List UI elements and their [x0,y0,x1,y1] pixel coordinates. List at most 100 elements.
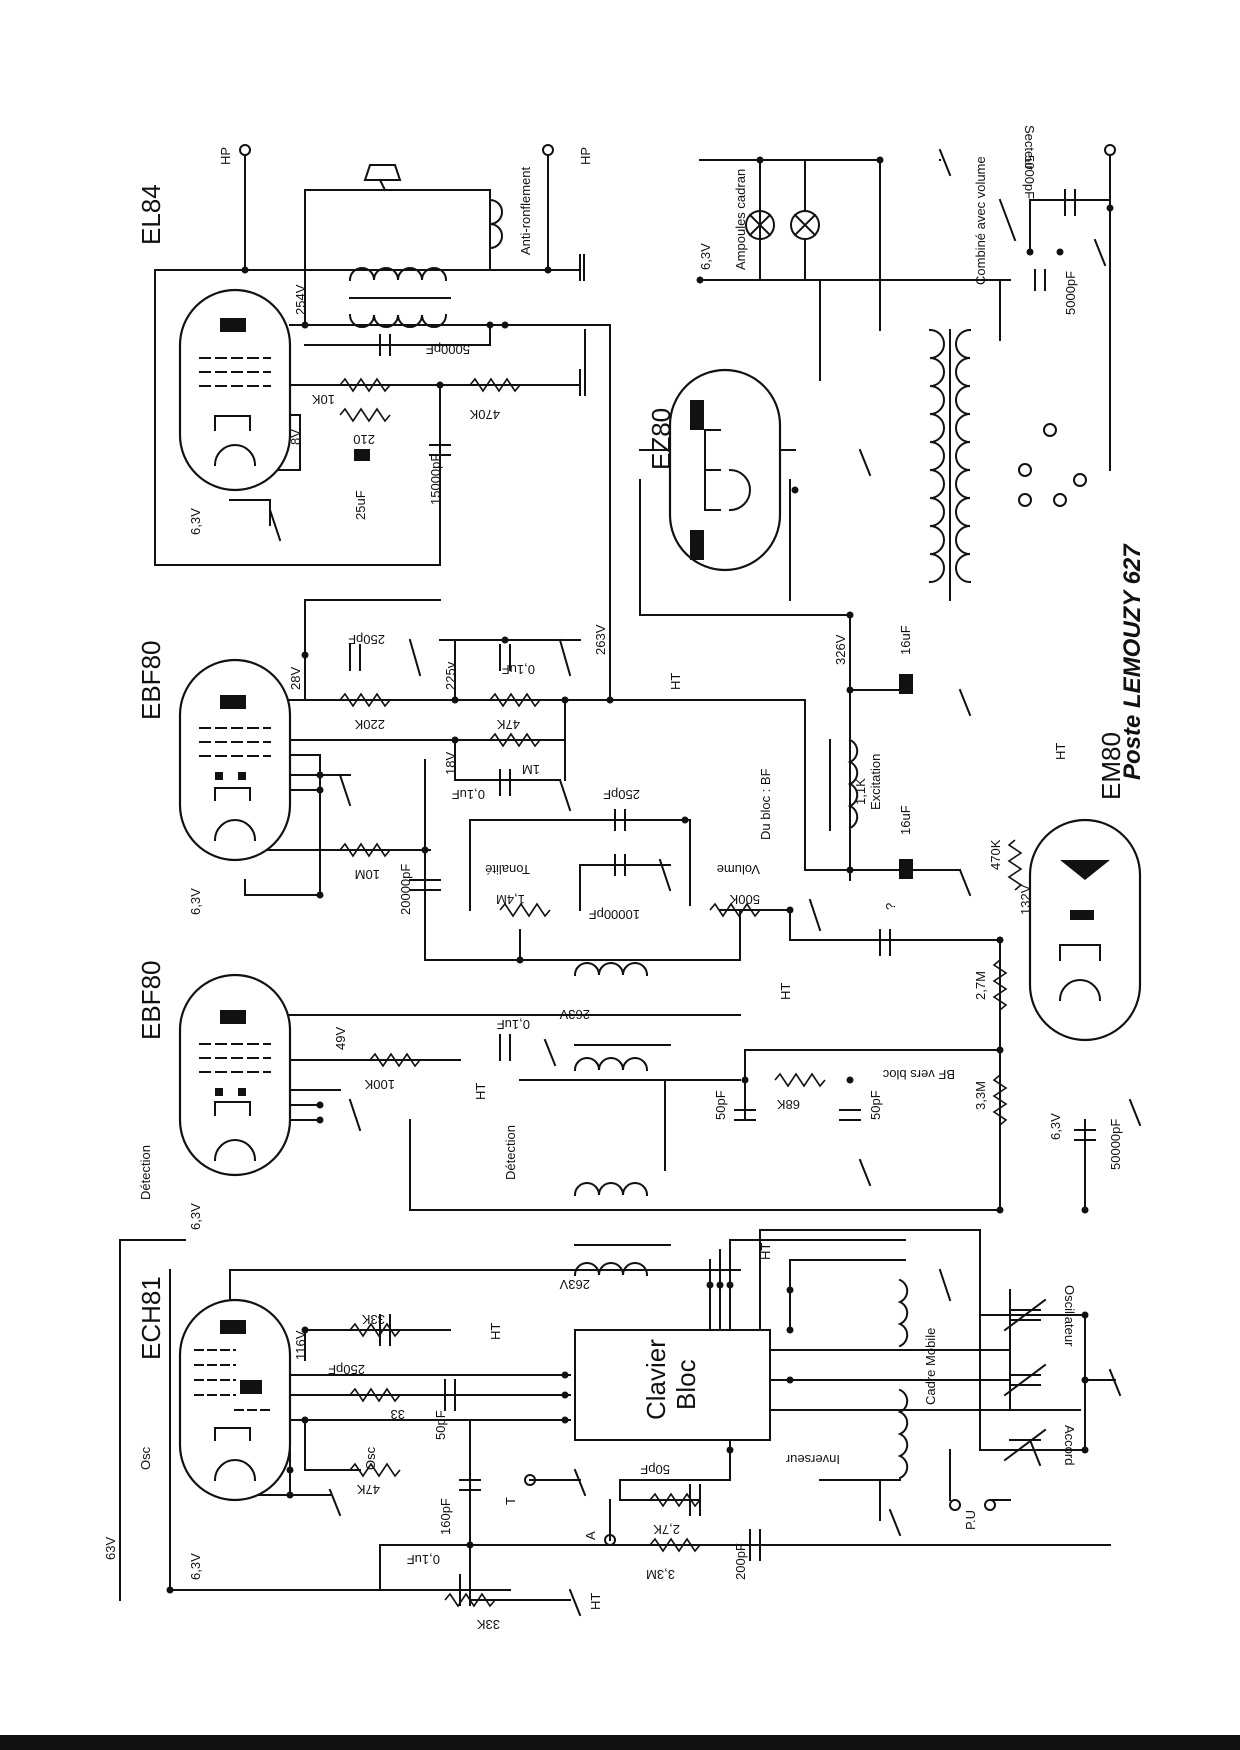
label-inverseur: Inverseur [785,1452,840,1467]
tube-ech81-symbol [178,1298,292,1502]
tube-names: EL84 EBF80 EBF80 ECH81 EZ80 EM80 Clavier… [136,184,1126,1420]
label-10m: 10M [355,867,380,882]
label-ht-em80: HT [1053,743,1068,760]
resistors [339,377,1023,1608]
label-250pf-b: 250pF [603,787,640,802]
label-200pf: 200pF [733,1543,748,1580]
label-anti-ronflement: Anti-ronflement [518,166,533,255]
label-27m: 2,7M [973,971,988,1000]
tube-el84-symbol [178,288,292,492]
switch [998,198,1017,242]
label-ht-c: HT [473,1083,488,1100]
label-47k-a: 47K [497,717,520,732]
label-63-lamps: 6,3V [698,243,713,270]
label-8v: 8V [288,429,303,445]
label-secteur: Secteur [1022,125,1037,170]
label-detection-b: Détection [503,1125,518,1180]
label-63-em80: 6,3V [1048,1113,1063,1140]
label-cadre-mobile: Cadre Mobile [923,1328,938,1405]
junction-dots [166,156,1114,1594]
label-68k: 68K [777,1097,800,1112]
capacitors [349,189,1096,1606]
label-ampoules: Ampoules cadran [733,169,748,270]
tube-ebf80-af-symbol [178,658,292,862]
label-hp-2: HP [578,147,593,165]
label-20000pf: 20000pF [398,864,413,915]
label-49v: 49V [333,1027,348,1050]
if-transformers [573,962,671,1277]
label-50pf-a: 50pF [713,1090,728,1120]
schematic-title: Poste LEMOUZY 627 [1119,543,1146,780]
tube-label-el84: EL84 [136,184,166,245]
tube-label-ebf80-af: EBF80 [136,641,166,721]
label-326v: 326V [833,634,848,665]
label-47k-b: 47K [357,1482,380,1497]
label-10k: 10K [312,392,335,407]
label-50pf-c: 50pF [433,1410,448,1440]
label-ht-e: HT [488,1323,503,1340]
label-oscillateur: Oscillateur [1062,1285,1077,1347]
label-t: T [503,1497,518,1505]
label-500k: 500K [729,892,760,907]
label-263v-a: 263V [593,624,608,655]
label-263v-c: 263V [559,1277,590,1292]
label-63-ebf80a: 6,3V [188,1203,203,1230]
label-16uf-b: 16uF [898,805,913,835]
label-accord: Accord [1062,1425,1077,1465]
label-01-c: 0,1uF [497,1017,530,1032]
label-33m-em: 3,3M [973,1081,988,1110]
label-63v: 63V [103,1537,118,1560]
label-470k-em: 470K [988,839,1003,870]
label-16uf-a: 16uF [898,625,913,655]
label-01-d: 0,1uF [407,1552,440,1567]
wiring [119,154,1116,1601]
label-250pf-c: 250pF [328,1362,365,1377]
label-tonalite: Tonalité [485,862,530,877]
label-25uf: 25uF [353,490,368,520]
label-263v-b: 263V [559,1007,590,1022]
label-01-a: 0,1uF [502,662,535,677]
label-ht-d: HT [758,1243,773,1260]
tube-ez80-symbol [668,368,782,572]
label-470k: 470K [469,407,500,422]
label-63-ebf80b: 6,3V [188,888,203,915]
bottom-scan-edge [0,1735,1240,1750]
label-5000-a: 5000pF [426,342,470,357]
label-27k: 2,7K [653,1522,680,1537]
ground-symbols [268,148,1142,1617]
label-5000-b: 5000pF [1063,271,1078,315]
label-15000pf: 15000pF [428,454,443,505]
tube-em80-symbol [1028,818,1142,1042]
label-50000pf: 50000pF [1108,1119,1123,1170]
label-pu: P.U [963,1510,978,1530]
power-transformer [928,328,1087,601]
label-osc-a: Osc [138,1446,153,1470]
output-transformer [348,164,503,328]
label-28v: 28V [288,667,303,690]
label-33k-b: 33K [477,1617,500,1632]
label-ht-b: HT [778,983,793,1000]
label-250pf-a: 250pF [348,632,385,647]
label-63-ech81: 6,3V [188,1553,203,1580]
label-254v: 254V [293,284,308,315]
label-50pf-d: 50pF [640,1462,670,1477]
terminals [239,144,1116,1546]
label-a: A [583,1531,598,1540]
label-50pf-b: 50pF [868,1090,883,1120]
label-combine: Combiné avec volume [973,156,988,285]
label-ht-a: HT [668,673,683,690]
tube-label-em80: EM80 [1096,732,1126,800]
label-63-el84: 6,3V [188,508,203,535]
excitation-coil [829,738,859,831]
label-10000pf: 10000pF [589,907,640,922]
label-osc-b: Osc [363,1446,378,1470]
label-225v: 225v [443,661,458,690]
label-01-b: 0,1uF [452,787,485,802]
label-210: 210 [353,432,375,447]
clavier-line-2: Bloc [671,1359,701,1410]
label-100k: 100K [364,1077,395,1092]
clavier-line-1: Clavier [641,1339,671,1420]
label-33: 33 [391,1407,405,1422]
tube-label-ebf80-if: EBF80 [136,961,166,1041]
